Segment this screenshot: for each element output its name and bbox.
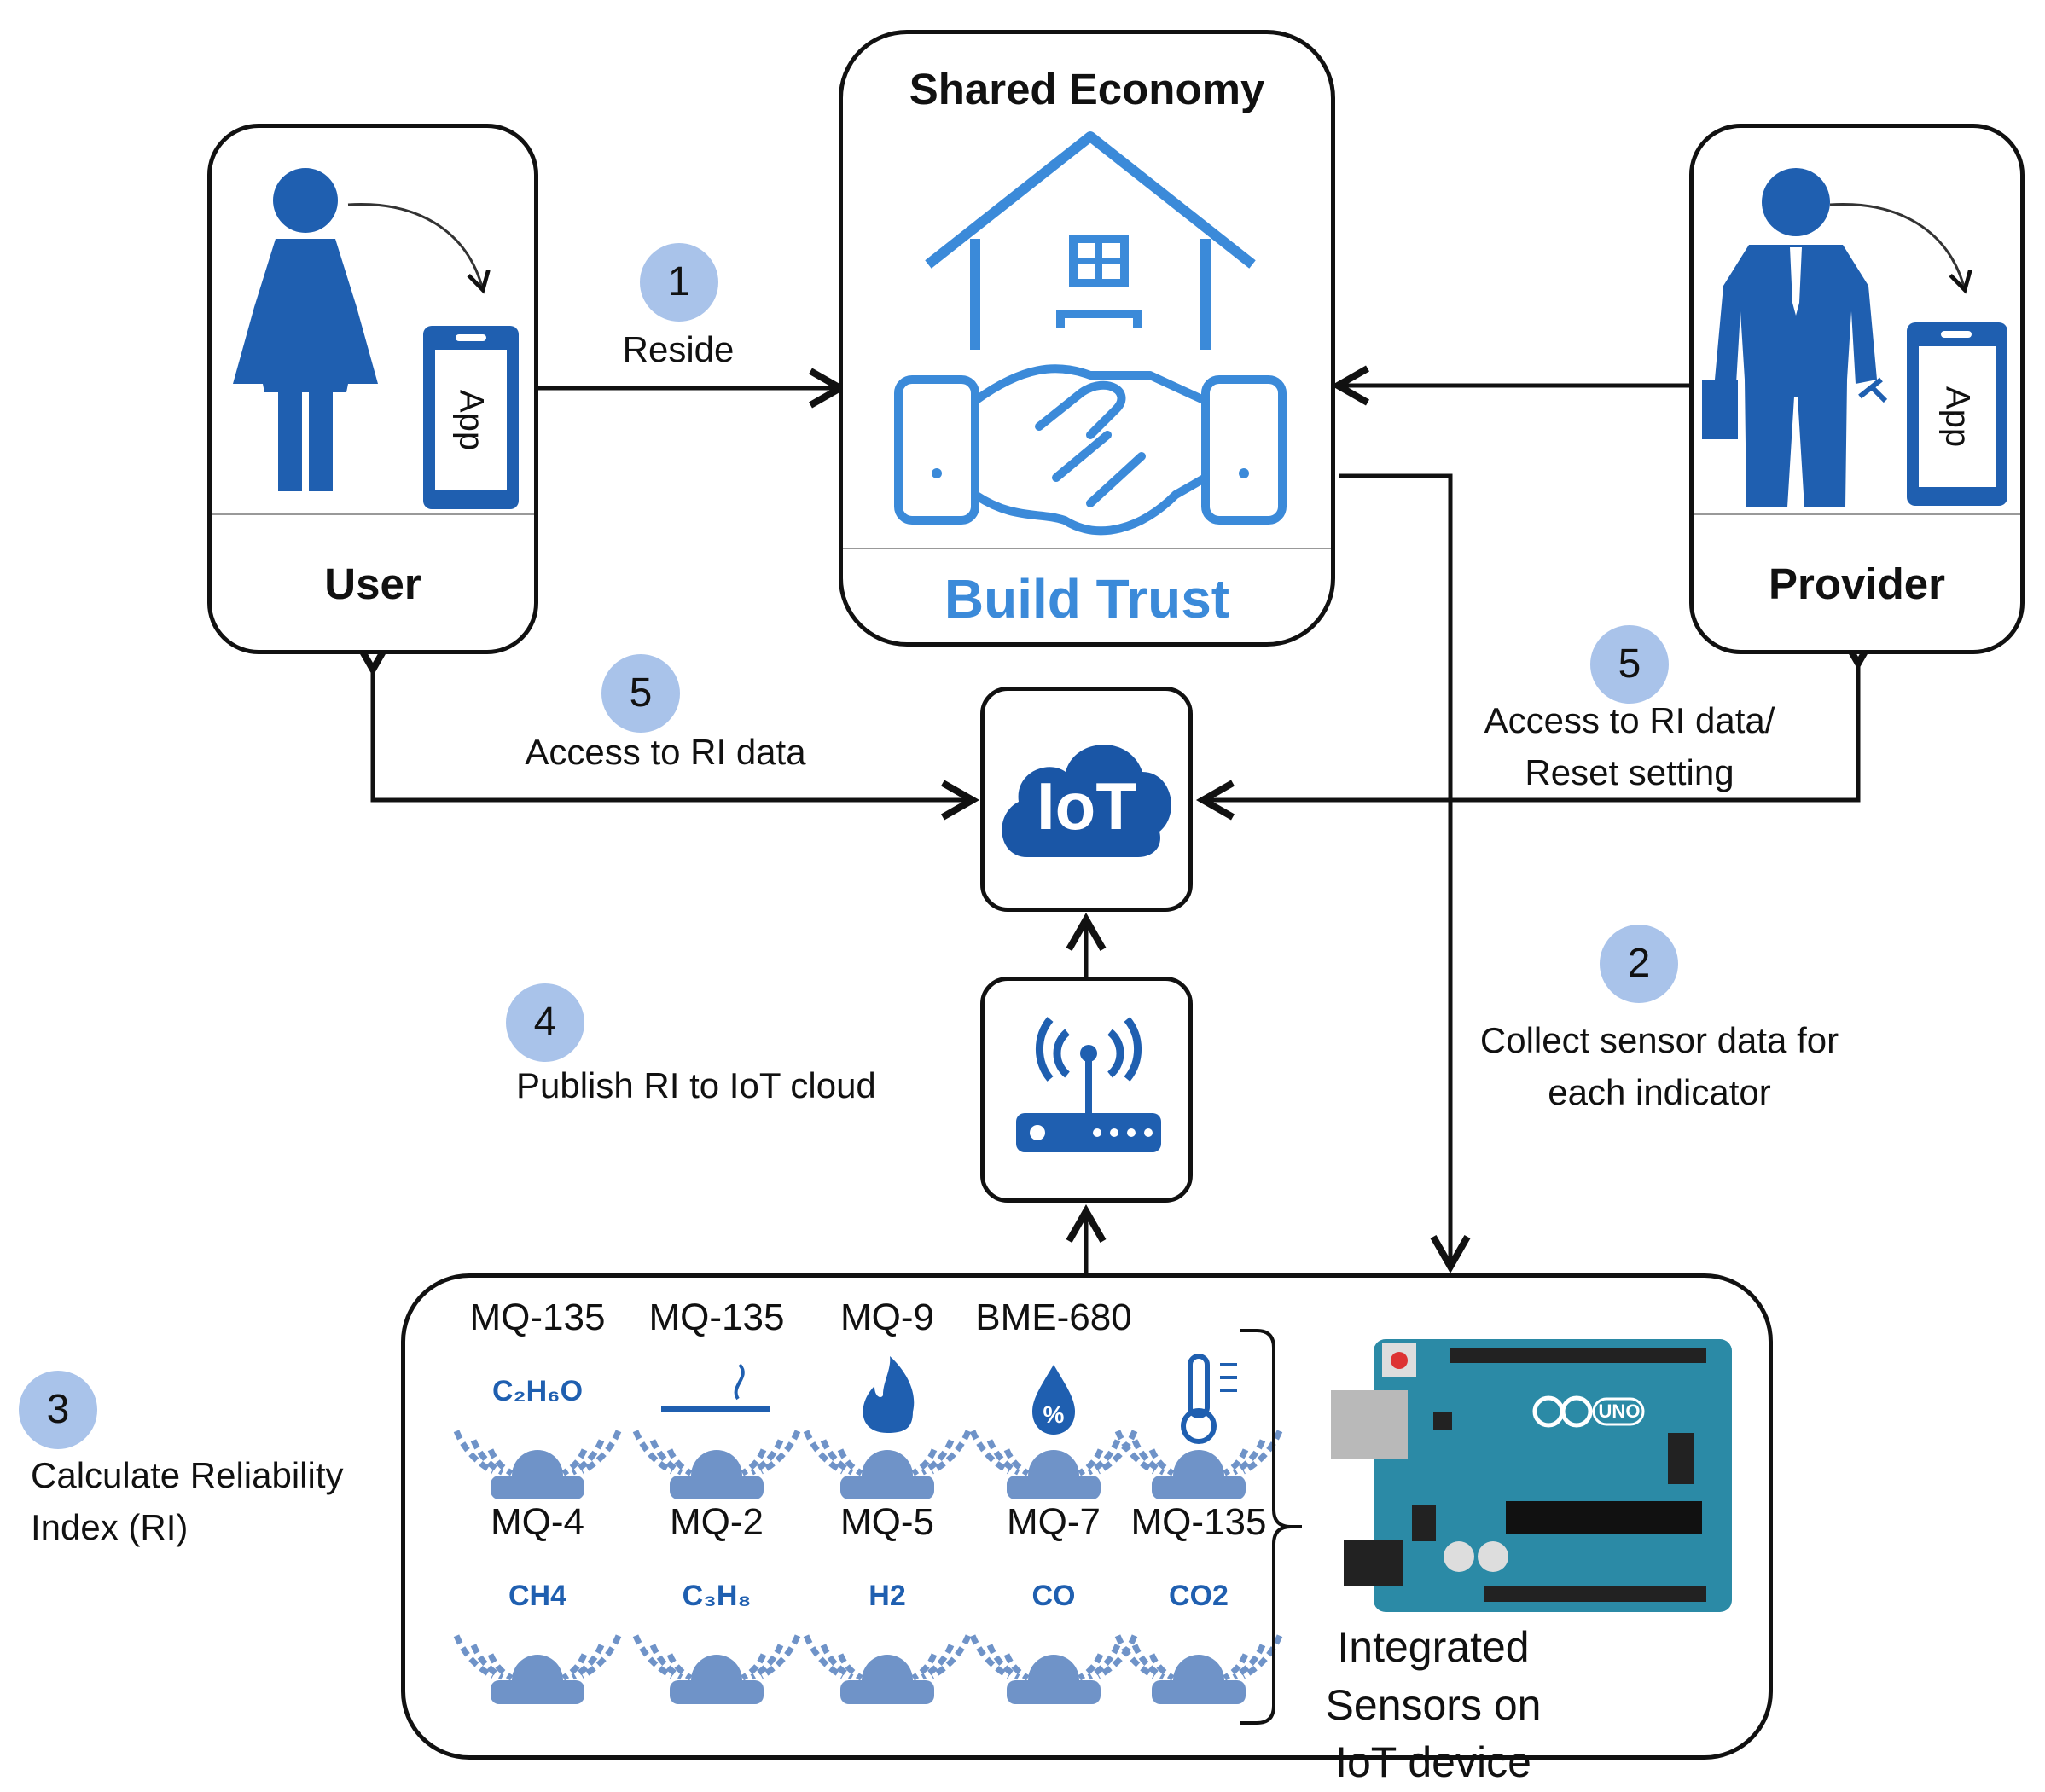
step-4-text: Publish RI to IoT cloud [516,1065,876,1105]
device-caption: Integrated Sensors on IoT device [1325,1623,1542,1786]
provider-handoff-arrow-icon [1829,203,1972,294]
iot-label: IoT [1037,768,1136,844]
step-3-text-line2: Index (RI) [31,1507,189,1547]
step-2-text-line2: each indicator [1548,1072,1771,1112]
arduino-board-icon [1331,1339,1732,1612]
step-5-user-badge: 5 [601,654,680,733]
sensor-icon [453,1430,622,1499]
provider-label: Provider [1769,560,1945,608]
sensor-icon [803,1356,972,1499]
user-app-label: App [452,389,491,451]
user-label: User [324,560,421,608]
router-box [980,977,1193,1203]
sensor-name: MQ-2 [670,1501,764,1543]
sensor-name: MQ-135 [469,1296,606,1338]
provider-divider [1694,513,2020,515]
businessman-icon [1702,168,1888,507]
provider-app-label: App [1938,386,1977,448]
sensor-gas-label: CO [1031,1580,1076,1612]
build-trust-label: Build Trust [944,568,1230,629]
step-5-provider-text-line1: Access to RI data/ [1484,700,1775,740]
sensor-gas-label: C₃H₈ [682,1580,752,1612]
svg-text:%: % [1043,1401,1065,1428]
step-3-text-line1: Calculate Reliability [31,1455,344,1495]
router-icon [1016,1017,1161,1152]
sensor-icon [1114,1354,1283,1499]
step-4-badge: 4 [506,983,584,1062]
shared-economy-divider [843,548,1331,549]
provider-phone: App [1907,322,2007,506]
arduino-uno-label: UNO [1598,1401,1641,1422]
step-3-badge: 3 [19,1371,97,1449]
step-2-text-line1: Collect sensor data for [1479,1020,1839,1060]
sensor-icon [632,1363,801,1499]
user-divider [212,513,534,515]
sensor-name: MQ-9 [840,1296,934,1338]
sensor-icon [632,1634,801,1704]
sensor-icon [1114,1634,1283,1704]
arrow-provider-access [1195,632,1879,821]
handoff-arrow-icon [347,203,491,294]
arrow-user-access [352,638,980,821]
sensor-icon [803,1634,972,1704]
sensor-icon [453,1634,622,1704]
step-1-text: Reside [622,329,735,369]
sensor-name: MQ-4 [491,1501,584,1543]
step-2-badge: 2 [1600,925,1678,1003]
sensor-gas-label: H2 [869,1580,906,1612]
iot-cloud-box: IoT [980,687,1193,912]
sensor-icon: % [969,1365,1138,1499]
sensor-gas-label: CO2 [1169,1580,1229,1612]
sensor-name: MQ-7 [1007,1501,1101,1543]
shared-economy-title: Shared Economy [909,65,1265,113]
sensor-gas-label: CH4 [508,1580,567,1612]
step-5-user-text: Access to RI data [525,732,806,772]
house-handshake-icon [894,131,1287,536]
user-phone: App [423,326,519,509]
sensor-name: MQ-5 [840,1501,934,1543]
sensor-icon [969,1634,1138,1704]
grouping-brace [1240,1329,1302,1725]
shared-economy-box: Shared Economy Build Trust [839,30,1335,647]
sensor-name: MQ-135 [648,1296,785,1338]
sensor-name: MQ-135 [1130,1501,1267,1543]
provider-box: App Provider [1689,124,2025,654]
woman-icon [233,168,378,491]
cloud-icon [1002,745,1171,857]
user-box: App User [207,124,538,654]
sensor-gas-label: C₂H₆O [491,1375,584,1407]
step-5-provider-text-line2: Reset setting [1525,752,1734,792]
arrow-collect [1339,473,1471,1274]
step-5-provider-badge: 5 [1590,625,1669,704]
step-1-badge: 1 [640,243,718,322]
sensor-name: BME-680 [975,1296,1132,1338]
